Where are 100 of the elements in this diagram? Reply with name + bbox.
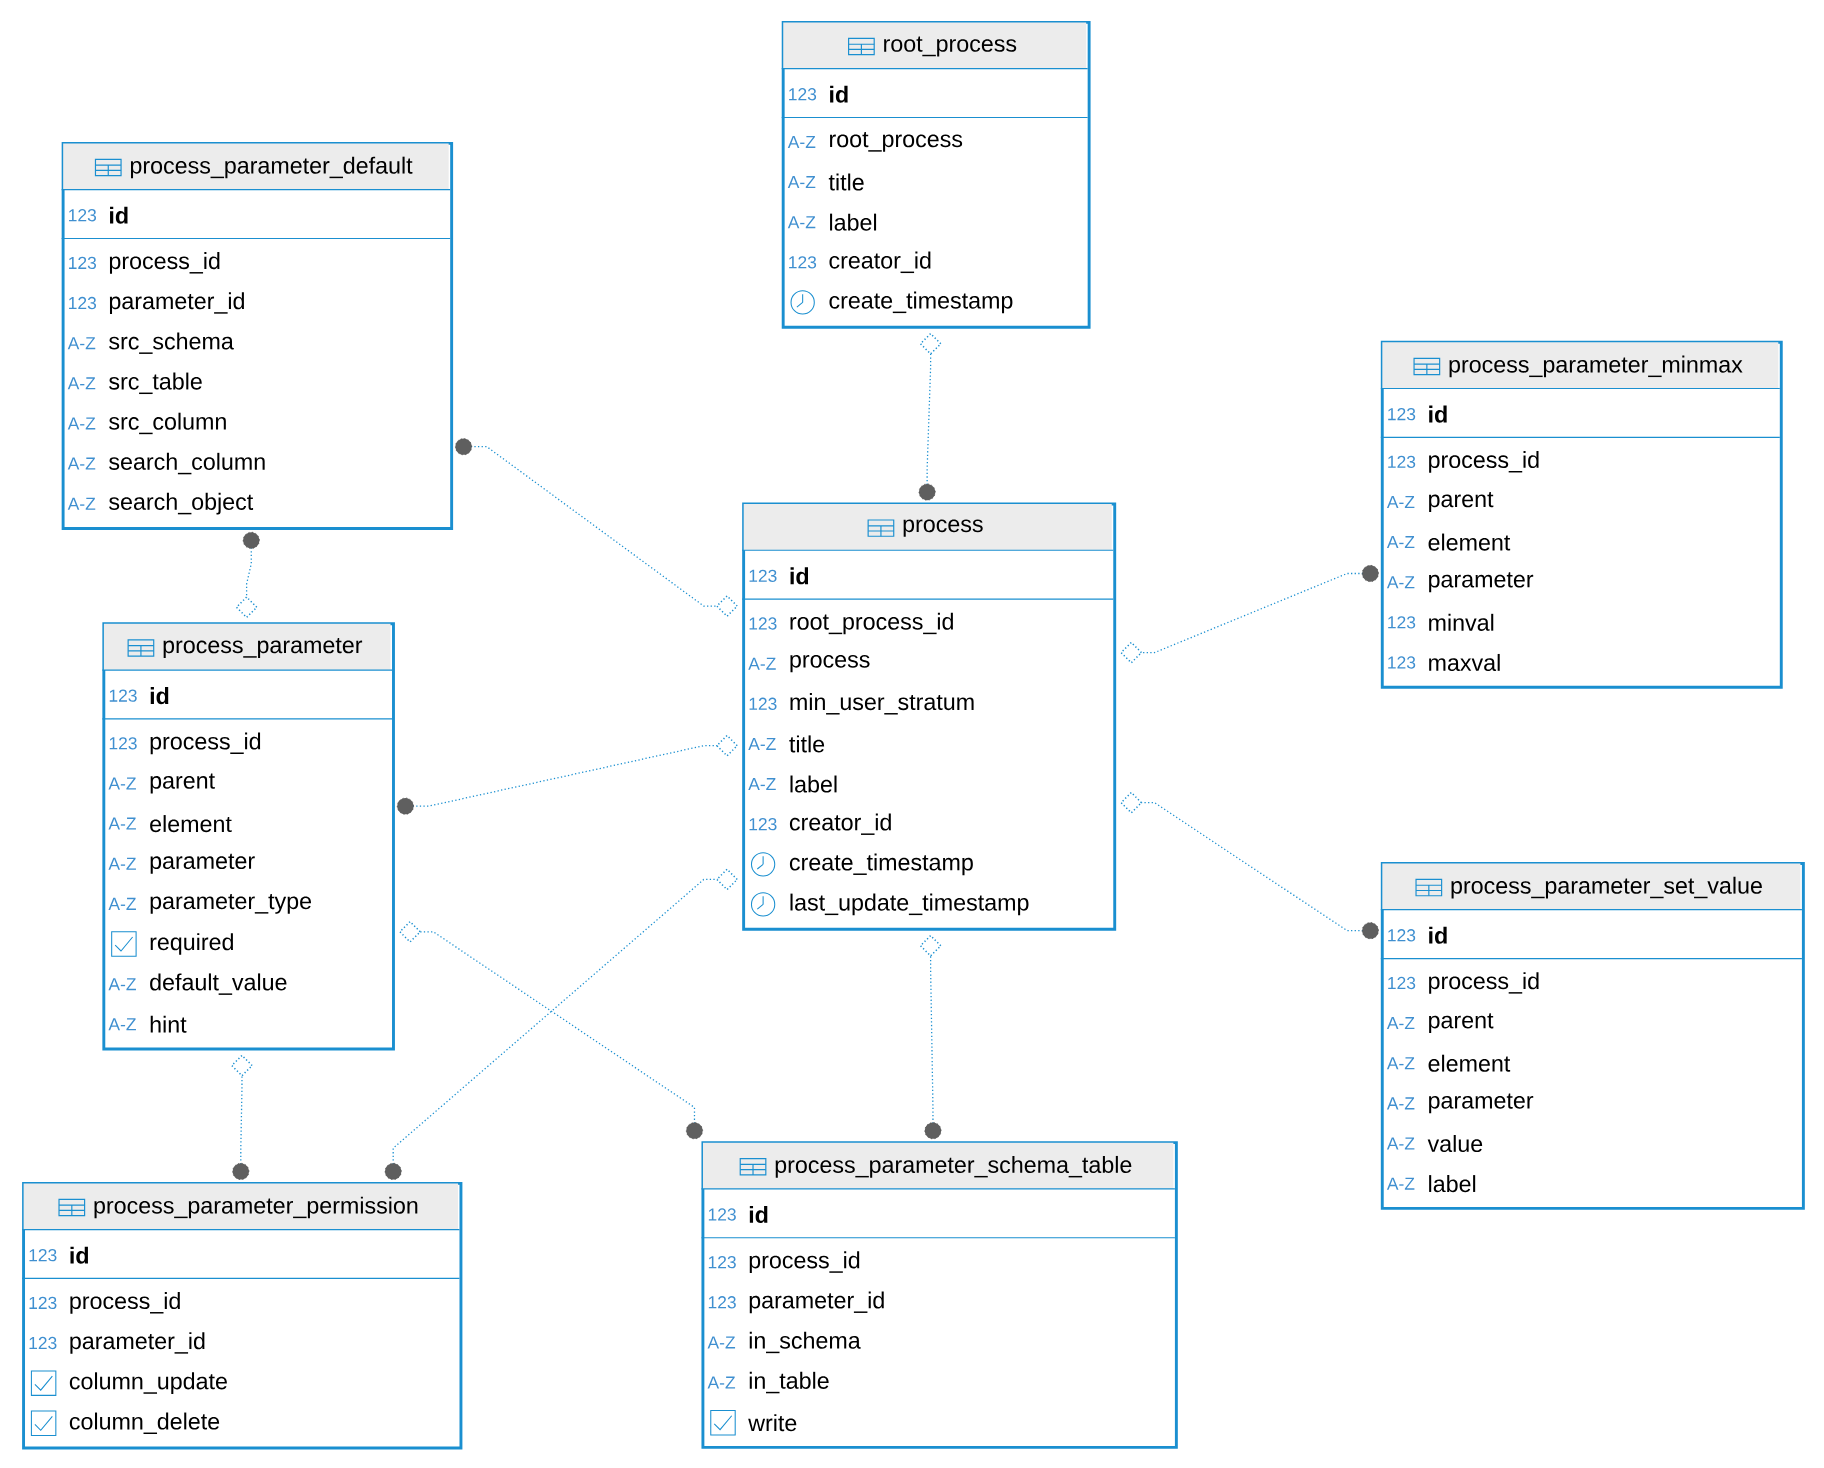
table-header: process_parameter_permission bbox=[23, 1183, 458, 1230]
column-name: src_schema bbox=[109, 332, 234, 354]
type-label: A-Z bbox=[787, 176, 816, 189]
type-label: 123 bbox=[29, 1296, 57, 1310]
type-label: A-Z bbox=[707, 1376, 736, 1389]
relationship-line bbox=[919, 934, 942, 1140]
column-name: column_update bbox=[69, 1372, 227, 1394]
column-name: process_id bbox=[150, 732, 261, 755]
type-label: A-Z bbox=[67, 417, 96, 430]
type-label: A-Z bbox=[1386, 1177, 1415, 1190]
column-name: parameter bbox=[150, 853, 255, 874]
type-label: 123 bbox=[109, 689, 137, 702]
type-label: A-Z bbox=[748, 737, 776, 750]
type-label: A-Z bbox=[1386, 576, 1415, 589]
type-label: 123 bbox=[69, 296, 97, 310]
table-header: process_parameter_schema_table bbox=[702, 1142, 1174, 1189]
column-name: label bbox=[790, 775, 837, 793]
column-name: process_id bbox=[749, 1251, 860, 1273]
type-label: A-Z bbox=[1386, 1057, 1415, 1070]
column-name: column_delete bbox=[69, 1412, 220, 1434]
column-name: element bbox=[150, 815, 232, 833]
column-name: in_schema bbox=[749, 1331, 861, 1354]
type-label: 123 bbox=[1388, 656, 1416, 669]
column-name: minval bbox=[1429, 613, 1494, 631]
column-name: maxval bbox=[1429, 653, 1500, 671]
type-label: A-Z bbox=[67, 457, 96, 470]
type-label: 123 bbox=[1388, 929, 1416, 942]
column-name: parent bbox=[1429, 1013, 1494, 1034]
column-name: creator_id bbox=[829, 251, 931, 274]
relationship-line bbox=[1120, 565, 1379, 664]
column-name: parameter bbox=[1429, 1093, 1534, 1114]
type-label: A-Z bbox=[748, 657, 776, 670]
column-name: min_user_stratum bbox=[790, 693, 974, 715]
column-name: id bbox=[150, 687, 169, 705]
type-label: 123 bbox=[708, 1208, 736, 1221]
type-label: A-Z bbox=[1386, 495, 1415, 508]
type-label: 123 bbox=[1388, 407, 1416, 421]
type-label: 123 bbox=[29, 1249, 57, 1262]
type-label: 123 bbox=[789, 256, 817, 269]
column-name: process_id bbox=[70, 1292, 180, 1314]
relationship-line bbox=[398, 920, 703, 1140]
type-label: A-Z bbox=[1386, 1097, 1415, 1110]
column-name: default_value bbox=[150, 973, 287, 995]
column-name: element bbox=[1428, 1054, 1511, 1072]
type-label: 123 bbox=[69, 209, 97, 222]
column-name: src_column bbox=[109, 412, 226, 435]
column-name: last_update_timestamp bbox=[790, 893, 1029, 916]
type-label: A-Z bbox=[108, 857, 136, 870]
column-name: create_timestamp bbox=[789, 853, 973, 876]
type-label: A-Z bbox=[1386, 1137, 1415, 1150]
column-name: search_column bbox=[109, 452, 265, 475]
type-label: A-Z bbox=[108, 1018, 136, 1031]
column-name: label bbox=[1429, 1175, 1476, 1193]
table-header: process_parameter_minmax bbox=[1382, 342, 1779, 389]
relationship-line bbox=[1120, 791, 1379, 940]
column-name: creator_id bbox=[789, 813, 891, 835]
type-label: A-Z bbox=[707, 1336, 736, 1349]
type-label: A-Z bbox=[787, 216, 816, 229]
column-name: process_id bbox=[109, 252, 220, 274]
column-name: process bbox=[790, 654, 870, 673]
type-label: 123 bbox=[749, 569, 777, 582]
type-label: 123 bbox=[109, 737, 137, 750]
column-name: element bbox=[1428, 533, 1511, 551]
type-label: 123 bbox=[789, 88, 817, 101]
column-name: parameter_id bbox=[109, 292, 244, 314]
column-name: title bbox=[789, 735, 825, 753]
type-label: 123 bbox=[29, 1336, 57, 1350]
type-label: A-Z bbox=[1386, 1017, 1415, 1030]
type-label: 123 bbox=[749, 617, 777, 630]
table-header: root_process bbox=[783, 22, 1087, 69]
type-label: 123 bbox=[1388, 616, 1416, 629]
column-name: id bbox=[749, 1205, 768, 1223]
column-name: write bbox=[748, 1414, 797, 1432]
column-name: id bbox=[1429, 405, 1447, 423]
column-name: required bbox=[150, 933, 233, 955]
column-name: id bbox=[70, 1246, 88, 1264]
table-header: process_parameter_set_value bbox=[1382, 863, 1801, 910]
column-name: root_process bbox=[830, 132, 963, 152]
type-label: A-Z bbox=[67, 497, 96, 510]
column-name: search_object bbox=[109, 492, 254, 515]
column-name: id bbox=[1429, 926, 1447, 944]
column-name: parameter_id bbox=[749, 1291, 884, 1314]
type-label: A-Z bbox=[1386, 536, 1415, 549]
type-label: 123 bbox=[69, 256, 97, 270]
type-label: A-Z bbox=[748, 778, 776, 791]
type-label: A-Z bbox=[108, 978, 136, 991]
column-name: root_process_id bbox=[790, 612, 953, 635]
table-header: process bbox=[743, 504, 1112, 551]
column-name: label bbox=[830, 213, 877, 231]
column-name: hint bbox=[150, 1015, 187, 1033]
type-label: A-Z bbox=[787, 135, 816, 148]
column-name: create_timestamp bbox=[829, 291, 1013, 314]
type-label: A-Z bbox=[108, 817, 136, 830]
column-name: parameter_id bbox=[70, 1332, 205, 1354]
type-label: 123 bbox=[1388, 976, 1416, 990]
type-label: A-Z bbox=[108, 897, 136, 910]
table-header: process_parameter_default bbox=[63, 143, 449, 190]
type-label: 123 bbox=[749, 818, 777, 831]
column-name: parameter bbox=[1429, 572, 1534, 593]
type-label: 123 bbox=[749, 697, 777, 710]
